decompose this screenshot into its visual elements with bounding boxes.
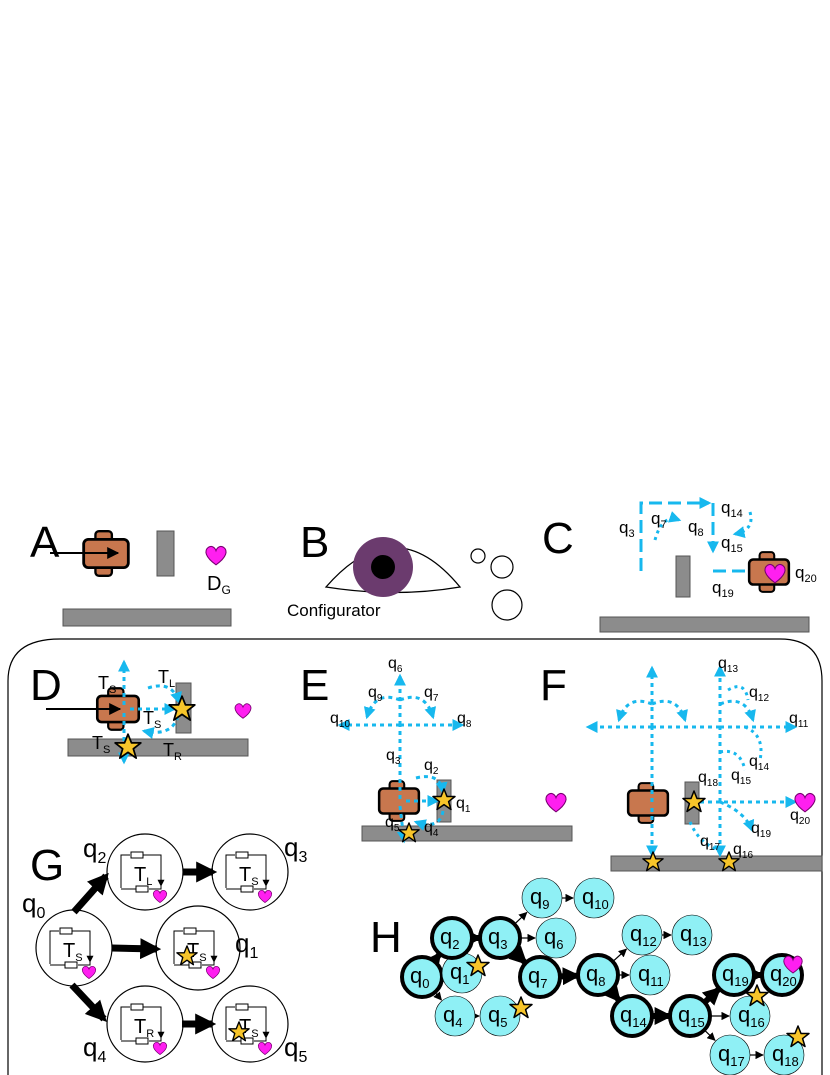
panel-label-e: E [300, 661, 329, 710]
graph-node-q8: q8 [576, 953, 620, 997]
panel-b: B Configurator [287, 518, 523, 621]
graph-node-q15: q15 [668, 994, 712, 1038]
state-label-q14: q14 [721, 498, 743, 520]
svg-text:q17: q17 [718, 1041, 745, 1069]
config-q1: TS [155, 905, 241, 991]
state-label-q2: q2 [424, 757, 439, 777]
config-q3: TS [211, 833, 289, 911]
config-q4: TR [106, 985, 184, 1063]
state-label-q19: q19 [751, 820, 771, 840]
state-label-q7: q7 [424, 684, 439, 704]
state-label-q4: q4 [83, 1032, 106, 1066]
panel-c: C q3 q7 q8 q14 q15 q19 q20 [542, 497, 817, 633]
state-label-q3: q3 [284, 832, 307, 866]
panel-label-b: B [300, 518, 329, 567]
graph-node-q14: q14 [610, 994, 654, 1038]
panel-a: A DG [30, 518, 232, 627]
state-label-q5: q5 [284, 1032, 307, 1066]
state-label-q1: q1 [456, 795, 471, 815]
task-label-ts-mid: TS [143, 708, 161, 731]
graph-node-q12: q12 [621, 914, 663, 956]
state-label-q12: q12 [749, 684, 769, 704]
panel-label-f: F [540, 661, 567, 710]
floor-wall [67, 738, 249, 757]
task-label-ts-top: TS [98, 673, 116, 696]
thought-bubbles [470, 548, 523, 621]
graph-node-q3: q3 [478, 916, 522, 960]
state-label-q8: q8 [688, 517, 704, 539]
panel-d: D TS TL TS TS TR [30, 659, 252, 765]
transition-arrows [585, 664, 798, 858]
graph-node-q2: q2 [430, 916, 474, 960]
graph-node-q4: q4 [434, 995, 476, 1037]
floor-wall [599, 616, 810, 633]
goal-label: DG [207, 573, 231, 597]
panel-e: E q6 q9 q7 q10 q8 q3 q2 q1 q4 [300, 655, 573, 844]
robot [626, 781, 670, 825]
panel-label-a: A [30, 518, 60, 567]
graph-edge-q7-q8 [559, 967, 581, 986]
state-label-q15: q15 [731, 767, 751, 787]
config-q5: TS [211, 985, 289, 1063]
panel-label-c: C [542, 514, 574, 563]
graph-node-q7: q7 [518, 955, 562, 999]
graph-node-q9: q9 [521, 877, 563, 919]
graph-node-q16: q16 [729, 995, 771, 1037]
state-label-q10: q10 [330, 710, 350, 730]
state-label-q20: q20 [795, 563, 817, 585]
panel-label-h: H [370, 913, 402, 962]
task-label-ts-bot: TS [92, 733, 110, 756]
obstacle-wall [156, 530, 175, 577]
panel-label-d: D [30, 661, 62, 710]
graph-edge-q3-q7 [508, 945, 528, 965]
transition-arrows [337, 673, 465, 844]
graph-node-q10: q10 [573, 877, 615, 919]
graph-edge-q8-q12 [612, 948, 628, 962]
lower-panels-frame [7, 638, 823, 1075]
graph-edge-q15-q17 [703, 1029, 716, 1041]
state-label-q11: q11 [789, 710, 809, 730]
graph-edge-q3-q9 [514, 911, 528, 925]
graph-node-q5: q5 [479, 995, 521, 1037]
floor-wall [62, 608, 232, 627]
state-label-q0: q0 [22, 888, 45, 922]
graph-node-q13: q13 [671, 914, 713, 956]
state-label-q19: q19 [712, 578, 734, 600]
graph-edges [423, 893, 765, 1060]
state-label-q2: q2 [83, 833, 106, 867]
panel-label-g: G [30, 841, 64, 890]
eye-icon [324, 537, 462, 597]
graph-node-q6: q6 [535, 917, 577, 959]
state-label-q15: q15 [721, 533, 743, 555]
goal-heart [545, 792, 567, 813]
task-label-tl: TL [158, 667, 175, 690]
obstacle-wall [675, 555, 691, 598]
graph-node-q19: q19 [712, 953, 756, 997]
graph-edge-q15-q19 [701, 986, 722, 1006]
state-label-q1: q1 [235, 928, 258, 962]
state-label-q8: q8 [457, 710, 472, 730]
graph-node-q17: q17 [709, 1034, 751, 1075]
graph-node-q0: q0 [400, 955, 444, 999]
state-label-q3: q3 [619, 518, 635, 540]
panel-f: F q13 q12 q11 [540, 655, 823, 872]
goal-heart [205, 545, 227, 566]
graph-edge-q8-q14 [602, 983, 621, 1003]
config-q2: TL [106, 833, 184, 911]
configurator-caption: Configurator [287, 601, 381, 620]
graph-node-q11: q11 [629, 954, 671, 996]
state-label-q17: q17 [700, 833, 720, 853]
state-label-q7: q7 [651, 509, 667, 531]
config-q0: TS [35, 909, 113, 987]
state-label-q6: q6 [388, 655, 403, 675]
goal-heart [234, 703, 252, 719]
task-transitions [69, 861, 218, 1035]
state-label-q18: q18 [698, 769, 718, 789]
